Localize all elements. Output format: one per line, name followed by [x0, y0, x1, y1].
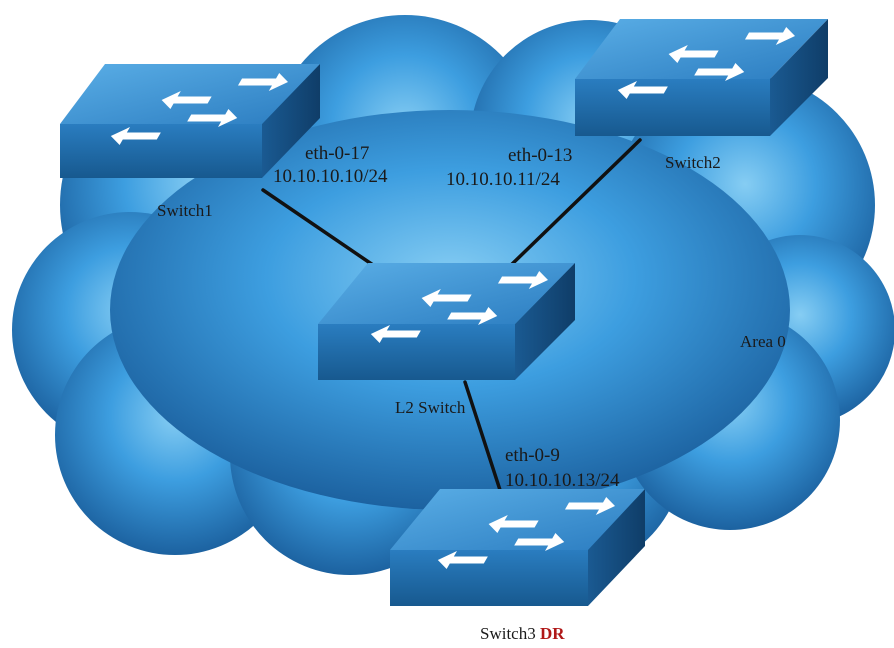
dr-role-badge: DR — [539, 624, 565, 643]
links — [261, 138, 642, 492]
switch2-icon — [575, 19, 828, 136]
switch3-name: Switch3 — [480, 624, 536, 643]
l2-switch-icon — [318, 263, 575, 380]
switch1-name-label: Switch1 — [157, 201, 213, 220]
l2-switch-name-label: L2 Switch — [395, 398, 466, 417]
switch3-name-label: Switch3 DR — [480, 624, 565, 644]
switch1-interface-label: eth-0-17 — [305, 143, 370, 164]
switch3-interface-label: eth-0-9 — [505, 445, 560, 466]
link-switch1-l2 — [261, 188, 375, 267]
switch2-ip-label: 10.10.10.11/24 — [446, 169, 560, 190]
cloud-area — [12, 15, 894, 575]
switch2-name-label: Switch2 — [665, 153, 721, 172]
switch1-ip-label: 10.10.10.10/24 — [273, 166, 388, 187]
switch3-icon — [390, 489, 645, 606]
link-l2-switch3 — [463, 380, 502, 492]
area-label: Area 0 — [740, 332, 786, 351]
switch1-icon — [60, 64, 320, 178]
switch2-interface-label: eth-0-13 — [508, 145, 573, 166]
switch3-ip-label: 10.10.10.13/24 — [505, 470, 620, 491]
link-switch2-l2 — [506, 138, 642, 270]
